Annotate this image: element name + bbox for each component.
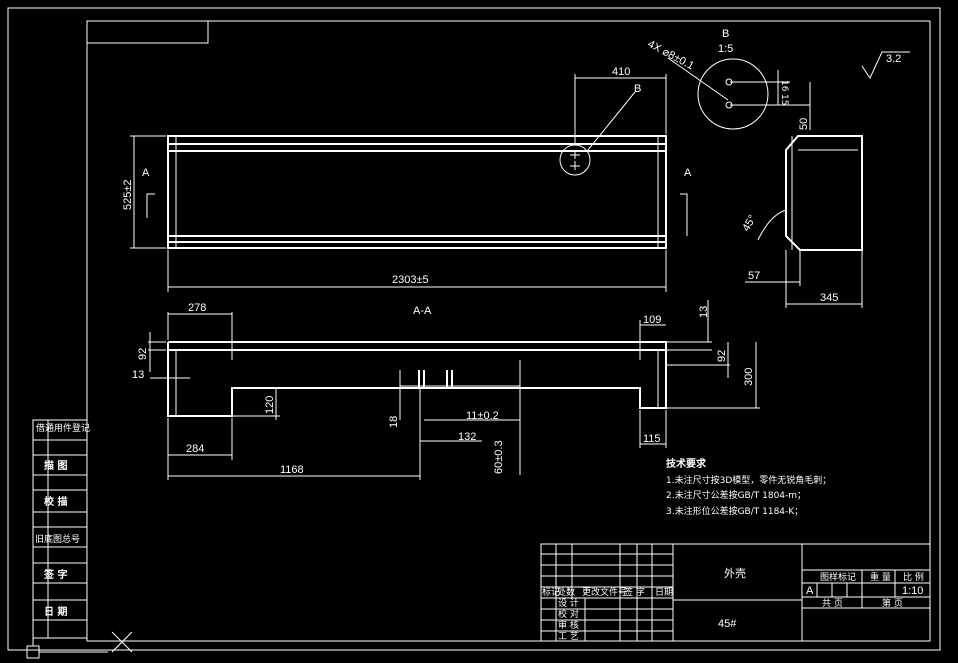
side-d345: 345 bbox=[820, 292, 838, 304]
side-angle: 45° bbox=[740, 213, 759, 233]
strip-cell-2: 描 图 bbox=[44, 459, 67, 472]
top-view: A A 525±2 2303±5 410 B bbox=[122, 66, 692, 292]
scale-value: 1:10 bbox=[902, 585, 923, 597]
detail-title: B bbox=[722, 28, 729, 40]
detail-scale: 1:5 bbox=[718, 43, 733, 55]
roughness-value: 3.2 bbox=[886, 53, 901, 65]
material: 45# bbox=[718, 618, 737, 630]
dim-92-left: 92 bbox=[137, 348, 149, 360]
dim-13-left: 13 bbox=[132, 369, 144, 381]
strip-cell-5: 签 字 bbox=[43, 568, 67, 581]
dim-11: 11±0.2 bbox=[466, 410, 499, 422]
role-design: 设 计 bbox=[558, 597, 579, 609]
dim-13-top: 13 bbox=[698, 306, 710, 318]
dim-92-right: 92 bbox=[716, 350, 728, 362]
dim-278: 278 bbox=[188, 302, 206, 314]
dim-284: 284 bbox=[186, 443, 204, 455]
dim-height: 525±2 bbox=[122, 179, 134, 210]
row-label-3: 更改文件号 bbox=[582, 586, 627, 598]
part-name: 外壳 bbox=[724, 566, 746, 580]
dim-hole-offset: 410 bbox=[612, 66, 630, 78]
detail-callout: B bbox=[634, 83, 641, 95]
detail-hole-note: 4X ⌀8±0.1 bbox=[646, 38, 696, 72]
strip-cell-3: 校 描 bbox=[44, 495, 67, 508]
dim-length: 2303±5 bbox=[392, 274, 429, 286]
side-view: 45° 345 57 bbox=[740, 135, 863, 308]
strip-cell-1: 借通用件登记 bbox=[36, 422, 90, 434]
dim-115: 115 bbox=[643, 433, 661, 445]
outer-frame bbox=[7, 7, 941, 651]
dim-120: 120 bbox=[264, 396, 276, 414]
note-2: 2.未注尺寸公差按GB/T 1804-m； bbox=[666, 489, 806, 501]
weight-label: 重 量 bbox=[870, 571, 891, 583]
row-label-2: 处数 bbox=[557, 586, 575, 598]
dim-1168: 1168 bbox=[280, 464, 304, 476]
row-label-4: 签 字 bbox=[624, 586, 645, 598]
title-block: 标记 处数 更改文件号 签 字 日期 设 计 校 对 审 核 工 艺 外壳 45… bbox=[540, 543, 931, 642]
role-review: 审 核 bbox=[558, 619, 579, 631]
dim-132: 132 bbox=[458, 431, 476, 443]
section-title: A-A bbox=[413, 305, 432, 317]
dim-60: 60±0.3 bbox=[493, 440, 505, 474]
notes-heading: 技术要求 bbox=[666, 457, 707, 470]
detail-d50: 50 bbox=[798, 118, 810, 130]
cursor-crosshair bbox=[26, 568, 133, 659]
detail-d2: 15 bbox=[779, 94, 789, 105]
section-mark-left: A bbox=[142, 167, 150, 179]
row-label-5: 日期 bbox=[655, 587, 673, 598]
detail-view: B 1:5 4X ⌀8±0.1 16 15 50 bbox=[646, 28, 811, 130]
note-1: 1.未注尺寸按3D模型，零件无锐角毛刺； bbox=[666, 474, 831, 486]
dim-300: 300 bbox=[743, 368, 755, 386]
stage-label: 图样标记 bbox=[820, 571, 856, 583]
code-box bbox=[86, 20, 209, 44]
strip-cell-4: 旧底图总号 bbox=[35, 533, 80, 545]
dim-109: 109 bbox=[643, 314, 661, 326]
sheet-index: 第 页 bbox=[882, 597, 903, 609]
sheet-total: 共 页 bbox=[822, 598, 843, 609]
strip-cell-6: 日 期 bbox=[44, 605, 67, 618]
inner-frame bbox=[86, 20, 931, 642]
role-process: 工 艺 bbox=[558, 631, 579, 642]
dim-18: 18 bbox=[388, 416, 400, 428]
roughness-symbol: 3.2 bbox=[861, 51, 910, 80]
stage-value: A bbox=[806, 585, 814, 597]
left-strip: 借通用件登记 描 图 校 描 旧底图总号 签 字 日 期 bbox=[32, 419, 90, 639]
note-3: 3.未注形位公差按GB/T 1184-K； bbox=[666, 505, 803, 517]
scale-label: 比 例 bbox=[903, 571, 924, 583]
detail-d1: 16 bbox=[779, 80, 789, 92]
section-view: A-A 278 109 13 92 13 92 bbox=[132, 300, 760, 480]
role-check: 校 对 bbox=[558, 608, 579, 620]
section-mark-right: A bbox=[684, 167, 692, 179]
technical-notes: 技术要求 1.未注尺寸按3D模型，零件无锐角毛刺； 2.未注尺寸公差按GB/T … bbox=[666, 457, 831, 517]
row-label-1: 标记 bbox=[542, 586, 560, 598]
side-d57: 57 bbox=[748, 270, 760, 282]
